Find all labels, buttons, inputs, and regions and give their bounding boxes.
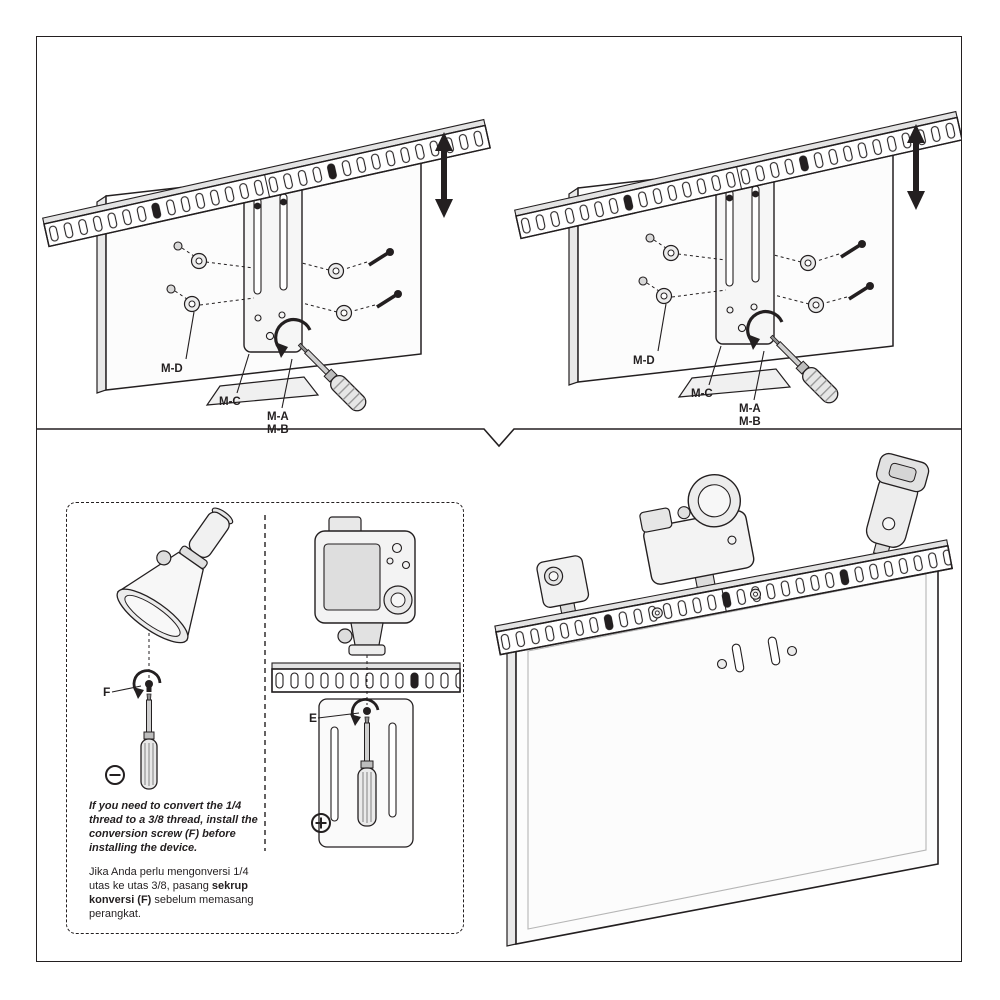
tv-illustration xyxy=(506,559,939,947)
action-camera-illustration xyxy=(536,555,590,615)
note-indonesian-bold: sekrup konversi (F) xyxy=(89,880,248,907)
finished-setup-illustration xyxy=(494,452,954,947)
installation-step-illustrations: M-D M-C M-A M-B M-D M-C M-A M-B xyxy=(36,42,962,434)
mounting-rail xyxy=(494,452,954,656)
note-english-text: If you need to convert the 1/4 thread to… xyxy=(89,800,258,855)
rail-screw-icon xyxy=(604,614,613,630)
divider-chevron xyxy=(36,428,962,448)
rotate-clockwise-arrow-icon xyxy=(132,669,162,699)
panel-left: M-D M-C M-A M-B xyxy=(43,120,490,434)
note-indonesian-prefix: Jika Anda perlu mengonversi 1/4 utas ke … xyxy=(89,866,249,893)
label-m-d: M-D xyxy=(633,355,655,367)
label-m-a: M-A xyxy=(267,411,289,423)
dslr-camera-illustration xyxy=(639,474,755,589)
page-border xyxy=(36,36,962,962)
mounting-rail xyxy=(271,662,461,693)
conversion-note-box: F xyxy=(66,502,464,934)
label-m-c: M-C xyxy=(691,388,713,400)
phillips-screw-symbol-icon xyxy=(311,813,331,833)
camcorder-illustration xyxy=(865,452,930,558)
clamp-knob xyxy=(156,550,172,566)
note-indonesian: Jika Anda perlu mengonversi 1/4 utas ke … xyxy=(89,865,267,921)
washer-icon xyxy=(749,588,762,600)
camera-mount xyxy=(337,622,386,656)
label-m-b: M-B xyxy=(739,416,761,428)
rail-screw-icon xyxy=(840,569,849,585)
note-indonesian-suffix: sebelum memasang perangkat. xyxy=(89,894,254,921)
panel-right: M-D M-C M-A M-B xyxy=(515,112,962,428)
cone-mount-device-illustration xyxy=(116,507,234,644)
label-f: F xyxy=(103,685,110,699)
label-leader-line xyxy=(317,712,360,719)
flathead-screw-symbol-icon xyxy=(105,765,125,785)
rail-seam xyxy=(721,588,727,612)
label-e: E xyxy=(309,711,317,725)
screwdriver-icon xyxy=(140,693,158,790)
label-m-a: M-A xyxy=(739,403,761,415)
section-divider xyxy=(36,428,962,448)
camera-illustration xyxy=(314,516,416,656)
mount-screw-icon xyxy=(363,707,371,715)
label-leader-line xyxy=(111,685,142,693)
note-english: If you need to convert the 1/4 thread to… xyxy=(89,799,261,855)
label-m-c: M-C xyxy=(219,396,241,408)
washer-icon xyxy=(716,658,728,670)
bracket-plate xyxy=(716,636,798,673)
washer-icon xyxy=(651,607,663,619)
conversion-screw-icon xyxy=(145,680,153,692)
washer-icon xyxy=(786,645,798,657)
screwdriver-icon xyxy=(357,716,377,827)
rail-screw-icon xyxy=(411,673,418,688)
label-m-d: M-D xyxy=(161,363,183,375)
conversion-illustrations: F xyxy=(103,507,461,851)
